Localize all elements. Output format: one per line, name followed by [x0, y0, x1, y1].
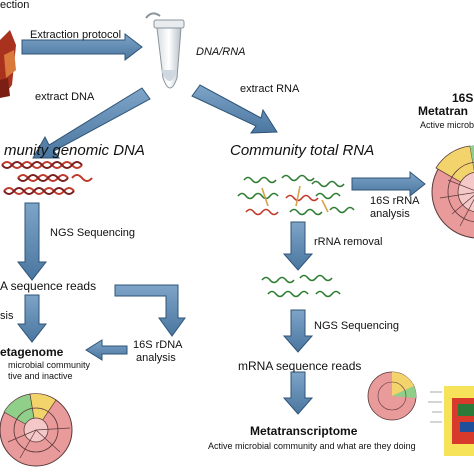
- extract-rna-label: extract RNA: [240, 83, 300, 95]
- dna-sequence-reads-label: A sequence reads: [0, 279, 97, 293]
- extract-dna-label: extract DNA: [35, 91, 95, 103]
- metagenome-desc-line2: tive and inactive: [8, 371, 73, 381]
- metatranscriptome-pie-chart: [367, 371, 417, 421]
- ngs-sequencing-right-label: NGS Sequencing: [314, 320, 399, 332]
- heatmap: [428, 386, 474, 456]
- metatranscriptome-arrow: [282, 371, 314, 415]
- rdna-16s-label-line2: analysis: [136, 352, 176, 364]
- metagenome-desc-line1: microbial community: [8, 360, 91, 370]
- community-total-rna-label: Community total RNA: [230, 142, 375, 159]
- rrna-16s-label-line1: 16S rRNA: [370, 195, 420, 207]
- extract-rna-arrow: [191, 84, 278, 134]
- rrna-removal-label: rRNA removal: [314, 236, 383, 248]
- ngs-sequencing-left-label: NGS Sequencing: [50, 227, 135, 239]
- sample-illustration: [0, 30, 16, 98]
- collection-label: ection: [0, 0, 30, 11]
- analysis-partial-label: sis: [0, 310, 14, 322]
- right-desc: Active microbi: [420, 120, 474, 130]
- reads-to-16s-arrow: [114, 284, 186, 337]
- rrna-removal-arrow: [282, 221, 314, 271]
- community-genomic-dna-label: munity genomic DNA: [4, 142, 145, 159]
- extraction-protocol-label: Extraction protocol: [30, 29, 122, 41]
- rrna-16s-label-line2: analysis: [370, 208, 410, 220]
- tube-icon: [145, 12, 185, 89]
- mrna-sequence-reads-label: mRNA sequence reads: [238, 359, 362, 373]
- rna-strands: [237, 174, 355, 216]
- metagenome-title: etagenome: [0, 345, 64, 359]
- rna-to-16s-arrow: [351, 170, 426, 198]
- rdna-to-metagenome-arrow: [85, 339, 128, 361]
- dna-rna-label: DNA/RNA: [196, 46, 246, 58]
- right-pie-chart: [431, 145, 474, 239]
- metagenome-arrow: [16, 294, 48, 343]
- extraction-arrow: [21, 32, 143, 62]
- right-title-line1: 16S: [452, 91, 474, 105]
- dna-strands: [1, 161, 93, 195]
- ngs-right-arrow: [282, 309, 314, 353]
- extract-dna-arrow: [32, 87, 151, 159]
- right-title-line2: Metatran: [418, 104, 469, 118]
- metatranscriptome-title: Metatranscriptome: [250, 424, 358, 438]
- mrna-strands: [261, 274, 341, 298]
- metagenome-pie-chart: [0, 393, 73, 467]
- rdna-16s-label-line1: 16S rDNA: [133, 339, 183, 351]
- metatranscriptome-desc: Active microbial community and what are …: [208, 441, 416, 451]
- ngs-left-arrow: [16, 202, 48, 281]
